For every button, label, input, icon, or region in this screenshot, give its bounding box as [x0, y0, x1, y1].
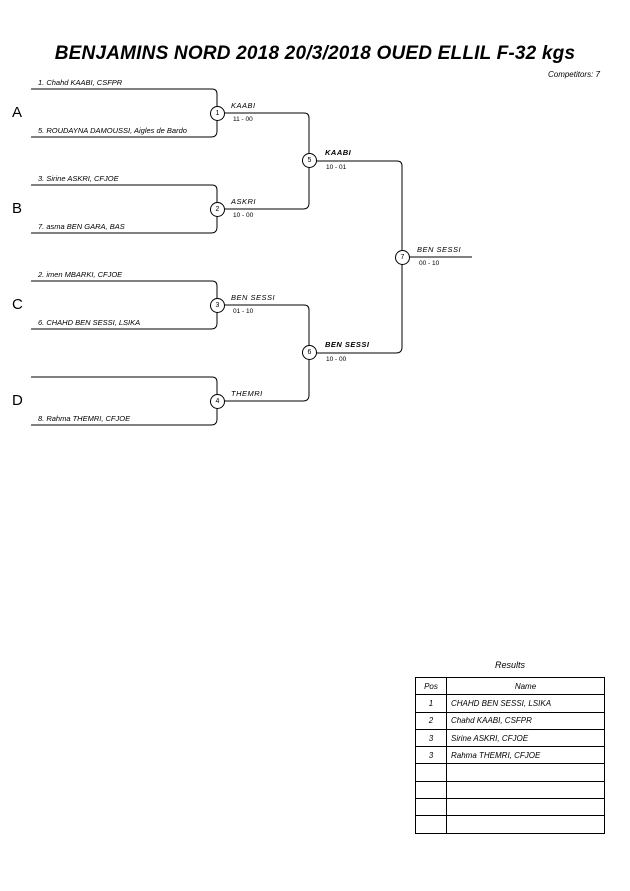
- match-3-winner: BEN SESSI: [231, 293, 276, 302]
- result-name: [446, 780, 605, 800]
- match-number-7: 7: [395, 250, 410, 265]
- result-name: Chahd KAABI, CSFPR: [446, 711, 605, 730]
- result-name: CHAHD BEN SESSI, LSIKA: [446, 694, 605, 713]
- final-score: 00 - 10: [419, 260, 440, 267]
- pool-label-a: A: [12, 104, 23, 121]
- match-number-1: 1: [210, 106, 225, 121]
- match-5-score: 10 - 01: [326, 164, 347, 171]
- result-pos: 1: [415, 694, 447, 713]
- entry-6: 6. CHAHD BEN SESSI, LSIKA: [38, 318, 141, 327]
- results-title: Results: [494, 660, 525, 670]
- match-number-3: 3: [210, 298, 225, 313]
- match-6-winner: BEN SESSI: [325, 340, 370, 349]
- page-title: BENJAMINS NORD 2018 20/3/2018 OUED ELLIL…: [54, 43, 576, 64]
- result-name: Sirine ASKRI, CFJOE: [446, 728, 605, 748]
- competitors-count: Competitors: 7: [547, 70, 600, 79]
- entry-1: 1. Chahd KAABI, CSFPR: [38, 78, 123, 87]
- result-name: Rahma THEMRI, CFJOE: [446, 746, 605, 765]
- result-pos: [415, 763, 447, 782]
- table-row: [415, 815, 605, 834]
- entry-3: 3. Sirine ASKRI, CFJOE: [38, 174, 119, 183]
- entry-5: 2. imen MBARKI, CFJOE: [38, 270, 123, 279]
- entry-4: 7. asma BEN GARA, BAS: [38, 222, 125, 231]
- match-4-winner: THEMRI: [231, 389, 263, 398]
- result-name: [446, 815, 605, 834]
- pool-label-d: D: [12, 392, 23, 409]
- match-2-score: 10 - 00: [233, 212, 254, 219]
- result-pos: [415, 780, 447, 800]
- match-5-winner: KAABI: [325, 148, 352, 157]
- table-row: 1 CHAHD BEN SESSI, LSIKA: [415, 694, 605, 713]
- table-row: [415, 798, 605, 817]
- match-2-winner: ASKRI: [231, 197, 257, 206]
- results-header-row: Pos Name: [415, 676, 605, 696]
- table-row: 2 Chahd KAABI, CSFPR: [415, 711, 605, 730]
- result-name: [446, 763, 605, 782]
- pool-label-b: B: [12, 200, 23, 217]
- final-winner: BEN SESSI: [417, 245, 462, 254]
- table-row: 3 Sirine ASKRI, CFJOE: [415, 728, 605, 748]
- table-row: 3 Rahma THEMRI, CFJOE: [415, 746, 605, 765]
- match-1-score: 11 - 00: [233, 116, 253, 123]
- result-pos: 3: [415, 728, 447, 748]
- pool-label-c: C: [12, 296, 23, 313]
- pos-column-header: Pos: [415, 676, 447, 696]
- result-pos: [415, 798, 447, 817]
- result-pos: 3: [415, 746, 447, 765]
- match-number-4: 4: [210, 394, 225, 409]
- table-row: [415, 763, 605, 782]
- result-pos: [415, 815, 447, 834]
- match-6-score: 10 - 00: [326, 356, 347, 363]
- match-number-2: 2: [210, 202, 225, 217]
- entry-8: 8. Rahma THEMRI, CFJOE: [38, 414, 131, 423]
- match-3-score: 01 - 10: [233, 308, 254, 315]
- name-column-header: Name: [446, 676, 605, 696]
- results-table: Pos Name 1 CHAHD BEN SESSI, LSIKA 2 Chah…: [415, 676, 605, 834]
- match-number-5: 5: [302, 153, 317, 168]
- result-name: [446, 798, 605, 817]
- match-number-6: 6: [302, 345, 317, 360]
- match-1-winner: KAABI: [231, 101, 256, 110]
- table-row: [415, 780, 605, 800]
- result-pos: 2: [415, 711, 447, 730]
- entry-2: 5. ROUDAYNA DAMOUSSI, Aigles de Bardo: [38, 126, 187, 135]
